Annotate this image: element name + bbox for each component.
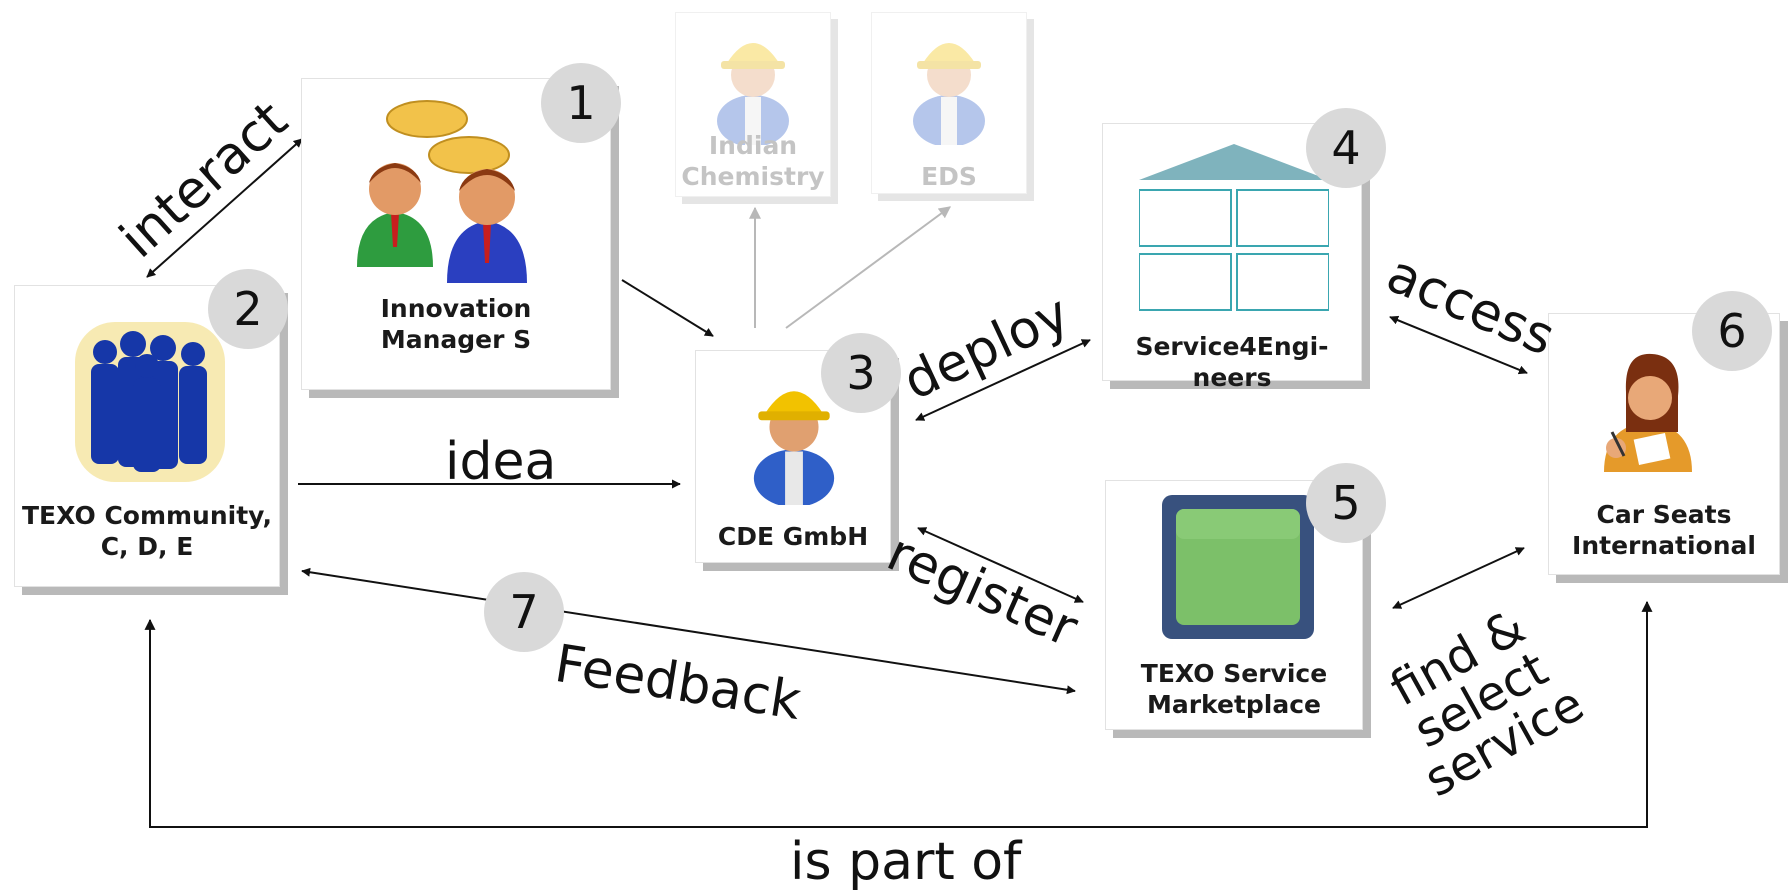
engineer-hardhat-icon [753, 391, 835, 505]
service4engineers-label-line1: Service4Engi- [1135, 332, 1329, 361]
car-seats-node[interactable]: Car Seats International [1548, 313, 1780, 575]
is-part-of-connector [144, 600, 1653, 828]
car-seats-label-line2: International [1572, 531, 1756, 560]
access-arrow [1389, 315, 1528, 375]
indian-chemistry-label-line2: Chemistry [681, 162, 825, 191]
step-badge-7: 7 [484, 572, 564, 652]
find-select-arrow [1392, 547, 1525, 609]
texo-community-label-line2: C, D, E [100, 532, 194, 561]
interact-arrow [146, 138, 303, 278]
two-businessmen-talking-icon [357, 100, 527, 283]
eds-node[interactable]: EDS [871, 12, 1027, 194]
manager-to-cde-arrow [621, 279, 714, 337]
step-badge-2: 2 [208, 269, 288, 349]
car-seats-label-line1: Car Seats [1596, 500, 1732, 529]
step-badge-4: 4 [1306, 108, 1386, 188]
deploy-arrow [915, 339, 1091, 421]
green-square-icon [1162, 495, 1314, 639]
feedback-arrow [301, 567, 1076, 695]
texo-community-label-line1: TEXO Community, [21, 501, 273, 530]
cde-to-eds-arrow [785, 206, 951, 329]
building-icon [1139, 144, 1329, 311]
engineer-hardhat-icon [717, 43, 789, 145]
engineer-hardhat-icon [913, 43, 985, 145]
step-badge-5: 5 [1306, 463, 1386, 543]
step-badge-1: 1 [541, 63, 621, 143]
texo-marketplace-node[interactable]: TEXO Service Marketplace [1105, 480, 1363, 730]
innovation-manager-label-line1: Innovation [380, 294, 532, 323]
indian-chemistry-label-line1: Indian [708, 131, 798, 160]
idea-edge-label: idea [445, 432, 557, 492]
step-badge-3: 3 [821, 333, 901, 413]
woman-writing-icon [1604, 353, 1692, 472]
indian-chemistry-node[interactable]: Indian Chemistry [675, 12, 831, 197]
innovation-manager-label-line2: Manager S [380, 325, 532, 354]
service4engineers-label-line2: neers [1192, 363, 1272, 392]
cde-gmbh-label: CDE GmbH [717, 522, 869, 551]
texo-marketplace-label-line1: TEXO Service [1140, 659, 1328, 688]
eds-label: EDS [921, 162, 977, 191]
texo-marketplace-label-line2: Marketplace [1146, 690, 1322, 719]
is-part-of-edge-label: is part of [790, 832, 1022, 892]
group-silhouette-icon [75, 322, 225, 482]
step-badge-6: 6 [1692, 291, 1772, 371]
